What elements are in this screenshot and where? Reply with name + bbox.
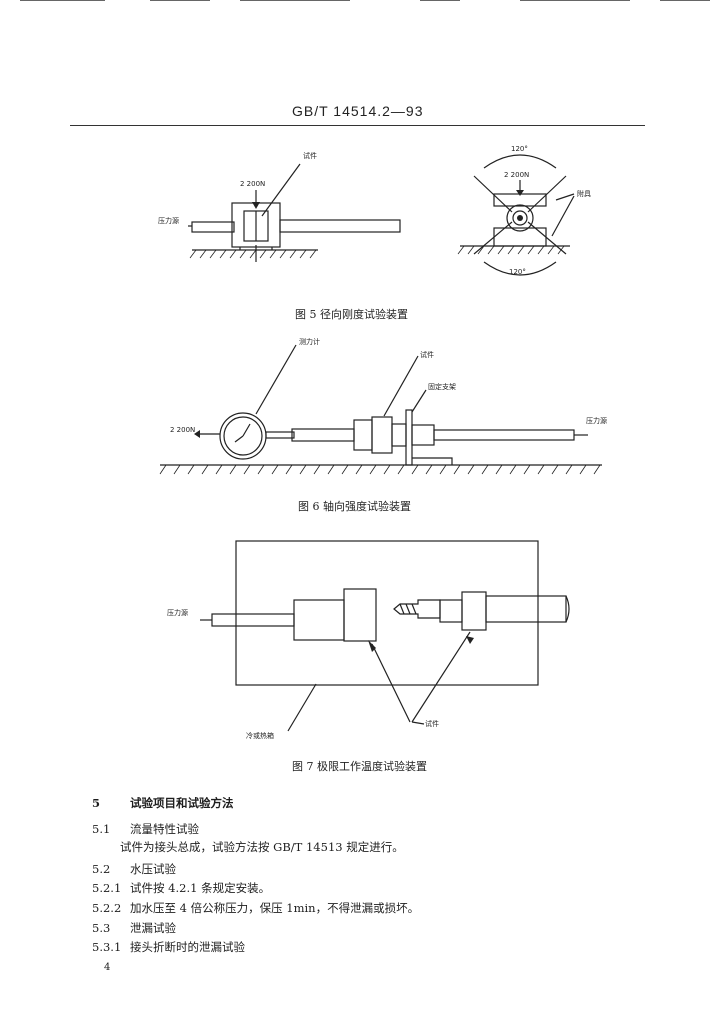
figure-7-caption: 图 7 极限工作温度试验装置 xyxy=(292,760,427,773)
fig6-fixed-support-label: 固定支架 xyxy=(428,383,456,391)
figure-6-caption: 图 6 轴向强度试验装置 xyxy=(298,500,411,513)
lower-jaw xyxy=(493,227,547,247)
fig5-pressure-source-label: 压力源 xyxy=(158,217,179,225)
outlet-hose xyxy=(485,595,567,623)
figure-5-drawing xyxy=(188,154,575,276)
ground-hatch xyxy=(189,249,317,259)
fig5-specimen-label: 试件 xyxy=(303,152,317,160)
thermal-chamber xyxy=(235,540,539,686)
dynamometer-leader xyxy=(255,344,297,415)
figure-6-drawing xyxy=(159,344,602,475)
standard-code: GB/T 14514.2—93 xyxy=(292,103,424,119)
fitting-plug xyxy=(393,599,441,619)
scan-mark xyxy=(660,0,710,1)
scan-mark xyxy=(420,0,460,1)
fig5-load-right-label: 2 200N xyxy=(504,171,530,179)
fig5-angle-top-label: 120° xyxy=(511,145,528,153)
ground-hatch xyxy=(159,464,601,475)
specimen-leader xyxy=(383,355,419,417)
support-leader xyxy=(411,389,427,413)
page-number: 4 xyxy=(104,962,111,973)
fitting-socket xyxy=(293,599,345,641)
specimen-leader xyxy=(261,163,301,217)
header-rule xyxy=(70,125,645,126)
tube-section-outer xyxy=(506,204,534,232)
fitting-nut xyxy=(343,588,377,642)
outlet-tube xyxy=(279,219,401,233)
fig7-chamber-label: 冷或热箱 xyxy=(246,732,274,740)
scan-mark xyxy=(240,0,350,1)
figure-5-caption: 图 5 径向刚度试验装置 xyxy=(295,308,408,321)
fig5-load-label: 2 200N xyxy=(240,180,266,188)
plug-nut xyxy=(461,591,487,631)
fig6-dynamometer-label: 测力计 xyxy=(299,338,320,346)
section-5-1-body: 试件为接头总成，试验方法按 GB/T 14513 规定进行。 xyxy=(120,840,404,854)
scan-mark xyxy=(20,0,105,1)
scan-mark xyxy=(520,0,630,1)
chamber-leader xyxy=(287,683,317,732)
fig6-pressure-source-label: 压力源 xyxy=(586,417,607,425)
fig5-angle-bottom-label: 120° xyxy=(509,268,526,276)
fig7-pressure-source-label: 压力源 xyxy=(167,609,188,617)
inlet-pipe xyxy=(191,221,235,233)
fig5-fixture-label: 附具 xyxy=(577,190,591,198)
fig7-specimen-label: 试件 xyxy=(425,720,439,728)
scan-mark xyxy=(150,0,210,1)
fig6-load-label: 2 200N xyxy=(170,426,196,434)
specimen-leader-left xyxy=(371,643,411,723)
fig6-specimen-label: 试件 xyxy=(420,351,434,359)
figure-7-drawing xyxy=(200,540,570,732)
pressure-inlet-pipe xyxy=(211,613,295,627)
specimen-leader-right xyxy=(411,631,471,723)
